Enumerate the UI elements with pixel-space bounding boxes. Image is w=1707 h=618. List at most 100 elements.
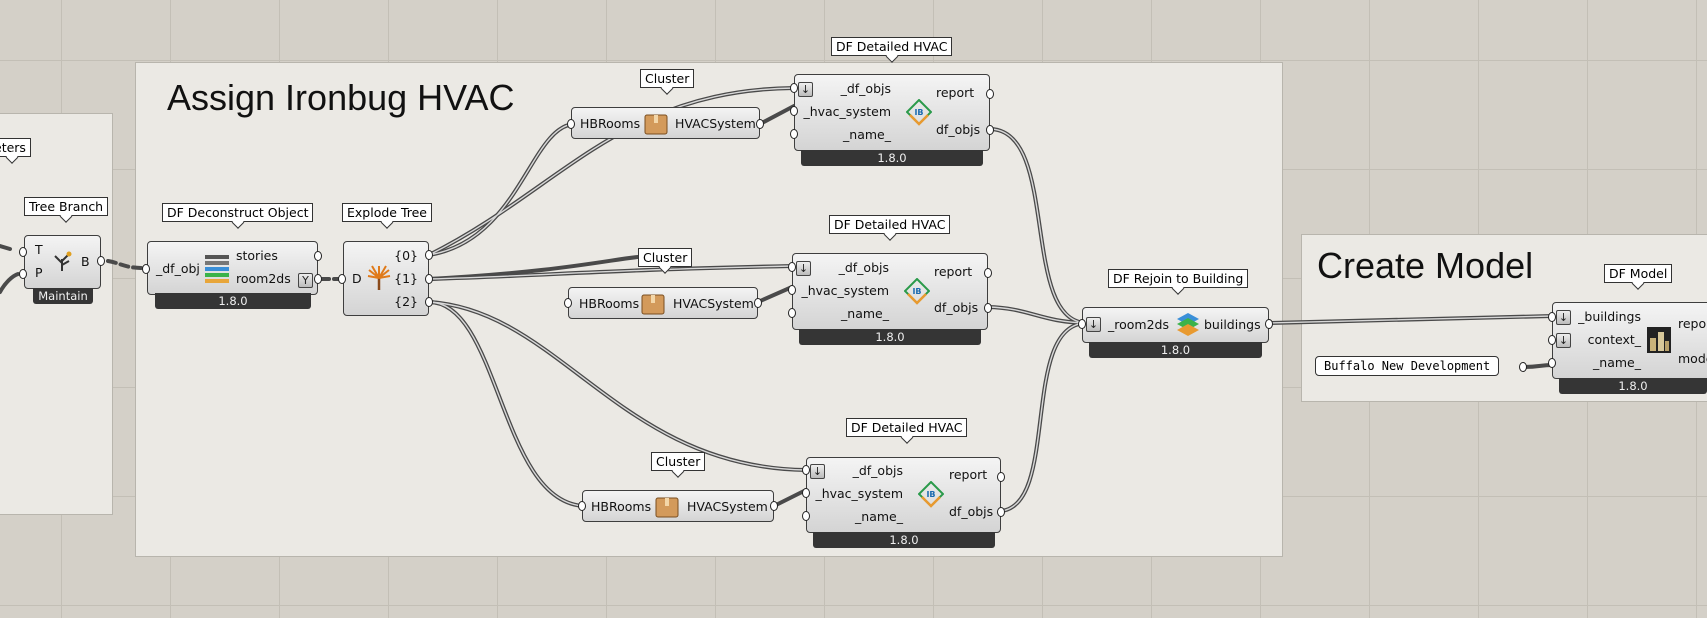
port[interactable] bbox=[425, 274, 433, 284]
hvac-input-name: _name_ bbox=[855, 509, 903, 524]
port[interactable] bbox=[425, 297, 433, 307]
port[interactable] bbox=[770, 501, 778, 511]
port[interactable] bbox=[1548, 335, 1556, 345]
hvac-version-1: 1.8.0 bbox=[801, 150, 983, 166]
port[interactable] bbox=[756, 119, 764, 129]
hvac-version-3: 1.8.0 bbox=[813, 532, 995, 548]
df-rejoin-to-building-component[interactable]: ↓ _room2ds buildings bbox=[1082, 307, 1269, 343]
port[interactable] bbox=[1078, 319, 1086, 329]
port[interactable] bbox=[564, 298, 572, 308]
flatten-flag-icon[interactable]: ↓ bbox=[1556, 310, 1571, 325]
deconstruct-stack-icon bbox=[205, 255, 229, 283]
port[interactable] bbox=[802, 488, 810, 498]
hvac-input-name: _name_ bbox=[843, 127, 891, 142]
df-deconstruct-object-component[interactable]: _df_obj stories room2ds Y bbox=[147, 241, 318, 295]
output-branch-0: {0} bbox=[394, 248, 418, 263]
port[interactable] bbox=[338, 274, 346, 284]
cluster-input-1: HBRooms bbox=[580, 116, 641, 131]
df-model-component[interactable]: ↓ ↓ _buildings context_ _name_ report mo… bbox=[1552, 302, 1707, 379]
group-title-create-model: Create Model bbox=[1317, 245, 1534, 286]
output-branch-2: {2} bbox=[394, 294, 418, 309]
port[interactable] bbox=[788, 262, 796, 272]
port[interactable] bbox=[984, 268, 992, 278]
hvac-output-df-objs: df_objs bbox=[934, 300, 979, 315]
output-B: B bbox=[81, 254, 90, 269]
hvac-output-report: report bbox=[934, 264, 973, 279]
port[interactable] bbox=[19, 247, 27, 257]
hvac-tag-3: DF Detailed HVAC bbox=[846, 418, 968, 437]
hvac-tag-2: DF Detailed HVAC bbox=[829, 215, 951, 234]
svg-text:IB: IB bbox=[912, 287, 921, 296]
port[interactable] bbox=[997, 507, 1005, 517]
tree-branch-component[interactable]: T P B bbox=[24, 235, 101, 289]
port[interactable] bbox=[1519, 362, 1527, 372]
port[interactable] bbox=[567, 119, 575, 129]
model-name-panel[interactable]: Buffalo New Development bbox=[1315, 356, 1500, 376]
port[interactable] bbox=[790, 83, 798, 93]
hvac-version-2: 1.8.0 bbox=[799, 329, 981, 345]
port[interactable] bbox=[142, 264, 150, 274]
port[interactable] bbox=[984, 303, 992, 313]
port[interactable] bbox=[788, 308, 796, 318]
port[interactable] bbox=[997, 472, 1005, 482]
hvac-output-df-objs: df_objs bbox=[949, 504, 994, 519]
cluster-input-3: HBRooms bbox=[591, 499, 652, 514]
port[interactable] bbox=[986, 89, 994, 99]
flatten-flag-icon[interactable]: ↓ bbox=[1086, 317, 1101, 332]
port[interactable] bbox=[425, 250, 433, 260]
port[interactable] bbox=[788, 285, 796, 295]
tree-branch-tag: Tree Branch bbox=[24, 197, 109, 216]
cluster-component-3[interactable]: HBRooms HVACSystem bbox=[582, 490, 774, 522]
port[interactable] bbox=[1548, 312, 1556, 322]
port[interactable] bbox=[578, 501, 586, 511]
flatten-flag-icon[interactable]: ↓ bbox=[1556, 333, 1571, 348]
flatten-flag-icon[interactable]: ↓ bbox=[796, 261, 811, 276]
port[interactable] bbox=[97, 256, 105, 266]
rejoin-tag: DF Rejoin to Building bbox=[1108, 269, 1249, 288]
port[interactable] bbox=[802, 465, 810, 475]
cluster-tag-2: Cluster bbox=[638, 248, 693, 267]
graft-flag-icon[interactable]: Y bbox=[298, 273, 313, 288]
output-room2ds: room2ds bbox=[236, 271, 291, 286]
explode-tree-component[interactable]: D {0} {1} {2} bbox=[343, 241, 429, 316]
rejoin-version: 1.8.0 bbox=[1089, 342, 1262, 358]
port[interactable] bbox=[314, 274, 322, 284]
port[interactable] bbox=[19, 269, 27, 279]
tree-branch-icon bbox=[54, 251, 72, 271]
port[interactable] bbox=[754, 298, 762, 308]
flatten-flag-icon[interactable]: ↓ bbox=[798, 82, 813, 97]
explode-tree-tag: Explode Tree bbox=[342, 203, 432, 222]
ironbug-icon: IB bbox=[906, 99, 932, 126]
hvac-output-df-objs: df_objs bbox=[936, 122, 981, 137]
hvac-input-df-objs: _df_objs bbox=[852, 463, 903, 478]
hvac-input-name: _name_ bbox=[841, 306, 889, 321]
port[interactable] bbox=[986, 125, 994, 135]
ironbug-icon: IB bbox=[918, 481, 944, 508]
port[interactable] bbox=[790, 106, 798, 116]
port[interactable] bbox=[802, 511, 810, 521]
df-detailed-hvac-component-2[interactable]: ↓ _df_objs _hvac_system _name_ IB report… bbox=[792, 253, 988, 330]
cluster-component-2[interactable]: HBRooms HVACSystem bbox=[568, 287, 758, 319]
port[interactable] bbox=[1265, 319, 1273, 329]
df-detailed-hvac-component-3[interactable]: ↓ _df_objs _hvac_system _name_ IB report… bbox=[806, 457, 1001, 533]
box-icon bbox=[655, 497, 679, 518]
port[interactable] bbox=[1548, 358, 1556, 368]
deconstruct-tag: DF Deconstruct Object bbox=[162, 203, 314, 222]
df-detailed-hvac-component-1[interactable]: ↓ _df_objs _hvac_system _name_ IB report… bbox=[794, 74, 990, 151]
tree-branch-footer: Maintain bbox=[33, 288, 93, 304]
cluster-tag-3: Cluster bbox=[651, 452, 706, 471]
cluster-component-1[interactable]: HBRooms HVACSystem bbox=[571, 107, 760, 139]
port[interactable] bbox=[790, 129, 798, 139]
port[interactable] bbox=[314, 251, 322, 261]
hvac-input-df-objs: _df_objs bbox=[840, 81, 891, 96]
explode-tree-icon bbox=[367, 265, 391, 290]
flatten-flag-icon[interactable]: ↓ bbox=[810, 464, 825, 479]
hvac-output-report: report bbox=[949, 467, 988, 482]
model-input-name: _name_ bbox=[1593, 355, 1641, 370]
model-input-buildings: _buildings bbox=[1578, 309, 1641, 324]
cluster-output-2: HVACSystem bbox=[673, 296, 754, 311]
deconstruct-version: 1.8.0 bbox=[155, 293, 311, 309]
model-output-model: model bbox=[1678, 351, 1707, 366]
city-model-icon bbox=[1647, 327, 1671, 353]
left-partial-group bbox=[0, 113, 113, 515]
